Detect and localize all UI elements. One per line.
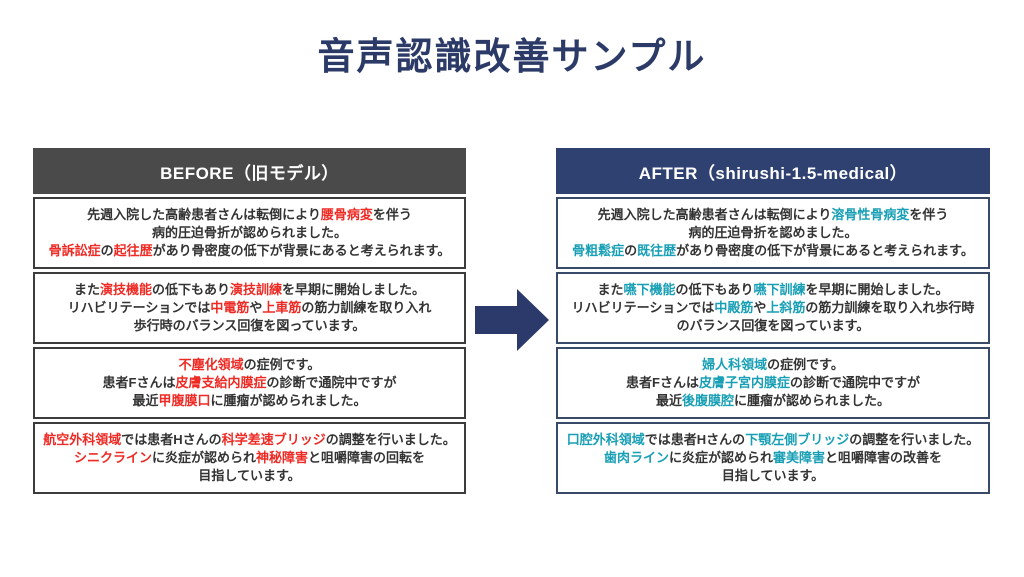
page-title: 音声認識改善サンプル: [317, 36, 707, 77]
text-line: 骨粗鬆症の既往歴があり骨密度の低下が背景にあると考えられます。: [572, 243, 974, 258]
text-line: 病的圧迫骨折を認めました。: [688, 225, 858, 240]
text-line: リハビリテーションでは中殿筋や上斜筋の筋力訓練を取り入れ歩行時: [571, 300, 975, 315]
after-block-1: 先週入院した高齢患者さんは転倒により溶骨性骨病変を伴う 病的圧迫骨折を認めました…: [556, 197, 990, 269]
after-panel: AFTER（shirushi-1.5-medical） 先週入院した高齢患者さん…: [556, 148, 990, 494]
text-line: 目指しています。: [721, 468, 825, 483]
text-line: 患者Fさんは皮膚子宮内膜症の診断で通院中ですが: [626, 375, 920, 390]
text-line: 病的圧迫骨折が認められました。: [151, 225, 347, 240]
before-block-1: 先週入院した高齢患者さんは転倒により腰骨病変を伴う 病的圧迫骨折が認められました…: [33, 197, 466, 269]
arrow-shaft: [475, 306, 517, 334]
text-line: 婦人科領域の症例です。: [702, 357, 844, 372]
text-line: また演技機能の低下もあり演技訓練を早期に開始しました。: [73, 282, 426, 297]
before-panel-header: BEFORE（旧モデル）: [33, 148, 466, 194]
text-line: 不塵化領域の症例です。: [178, 357, 321, 372]
text-line: 歩行時のバランス回復を図っています。: [133, 318, 366, 333]
text-line: リハビリテーションでは中電筋や上車筋の筋力訓練を取り入れ: [67, 300, 432, 315]
after-header-label: AFTER（shirushi-1.5-medical）: [638, 163, 908, 183]
text-line: 先週入院した高齢患者さんは転倒により腰骨病変を伴う: [87, 207, 412, 222]
before-header-label: BEFORE（旧モデル）: [160, 163, 339, 183]
text-line: 最近後腹膜腔に腫瘤が認められました。: [655, 393, 891, 408]
before-block-2: また演技機能の低下もあり演技訓練を早期に開始しました。 リハビリテーションでは中…: [33, 272, 466, 344]
before-block-3: 不塵化領域の症例です。 患者Fさんは皮膚支給内膜症の診断で通院中ですが 最近甲腹…: [33, 347, 466, 419]
text-line: 先週入院した高齢患者さんは転倒により溶骨性骨病変を伴う: [597, 207, 949, 222]
text-line: 骨訴訟症の起往歴があり骨密度の低下が背景にあると考えられます。: [48, 243, 451, 258]
before-panel: BEFORE（旧モデル） 先週入院した高齢患者さんは転倒により腰骨病変を伴う 病…: [33, 148, 466, 494]
after-block-4: 口腔外科領域では患者Hさんの下顎左側ブリッジの調整を行いました。 歯肉ラインに炎…: [556, 422, 990, 494]
text-line: また嚥下機能の低下もあり嚥下訓練を早期に開始しました。: [597, 282, 949, 297]
text-line: 口腔外科領域では患者Hさんの下顎左側ブリッジの調整を行いました。: [566, 432, 980, 447]
text-line: シニクラインに炎症が認められ神秘障害と咀嚼障害の回転を: [73, 450, 426, 465]
after-block-2: また嚥下機能の低下もあり嚥下訓練を早期に開始しました。 リハビリテーションでは中…: [556, 272, 990, 344]
text-line: のバランス回復を図っています。: [676, 318, 870, 333]
text-line: 患者Fさんは皮膚支給内膜症の診断で通院中ですが: [102, 375, 397, 390]
right-arrow-icon: [475, 289, 549, 351]
text-line: 航空外科領域では患者Hさんの科学差速ブリッジの調整を行いました。: [43, 432, 456, 447]
after-block-3: 婦人科領域の症例です。 患者Fさんは皮膚子宮内膜症の診断で通院中ですが 最近後腹…: [556, 347, 990, 419]
arrow-head: [517, 289, 549, 351]
text-line: 最近甲腹膜口に腫瘤が認められました。: [132, 393, 367, 408]
text-line: 歯肉ラインに炎症が認められ審美障害と咀嚼障害の改善を: [603, 450, 943, 465]
before-block-4: 航空外科領域では患者Hさんの科学差速ブリッジの調整を行いました。 シニクラインに…: [33, 422, 466, 494]
text-line: 目指しています。: [198, 468, 301, 483]
after-panel-header: AFTER（shirushi-1.5-medical）: [556, 148, 990, 194]
